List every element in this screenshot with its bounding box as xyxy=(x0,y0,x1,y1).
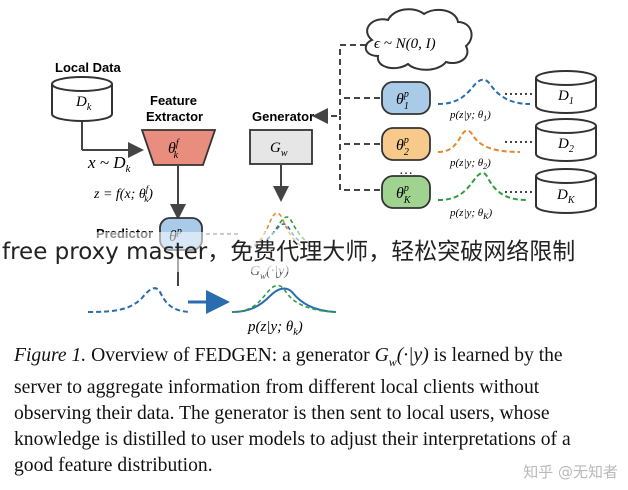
pred-dist-curve xyxy=(87,287,191,313)
clients-ellipsis: … xyxy=(399,163,413,178)
sample-label: x ~ Dk xyxy=(87,153,132,175)
gw-label: Gw xyxy=(270,140,288,159)
figure-caption: Figure 1. Overview of FEDGEN: a generato… xyxy=(14,343,614,479)
client1-dist xyxy=(437,78,531,105)
noise-cloud xyxy=(364,8,473,71)
caption-lead: Figure 1. xyxy=(14,345,87,366)
fedgen-diagram: Local Data Dk x ~ Dk Feature Extractor θ… xyxy=(51,8,597,338)
caption-math: Gw(·|y) xyxy=(374,345,429,369)
target-dist-curve-green xyxy=(231,284,337,313)
clientk-box xyxy=(381,175,431,209)
client1-dist-label: p(z|y; θ1) xyxy=(449,109,491,123)
clientk-link xyxy=(339,116,380,191)
clientk-data-label: DK xyxy=(556,187,576,206)
feature-extractor-box xyxy=(140,129,217,166)
noise-label: ϵ ~ N(0, I) xyxy=(374,36,436,52)
client1-data-cylinder xyxy=(535,70,597,86)
zhihu-watermark: 知乎 @无知者 xyxy=(523,463,618,481)
caption-part2: is learned by the server to aggregate in… xyxy=(14,345,571,476)
local-data-dk: Dk xyxy=(75,94,92,113)
local-data-cylinder xyxy=(51,76,113,122)
client2-dist-label: p(z|y; θ2) xyxy=(449,157,491,171)
pred-dist-label: p(z|y; θk) xyxy=(247,319,303,338)
target-dist-curve-solid xyxy=(231,287,337,313)
client2-dist xyxy=(437,129,521,153)
client2-data-label: D2 xyxy=(557,136,574,155)
client1-box xyxy=(381,81,431,115)
client1-data-label: D1 xyxy=(557,88,574,107)
generator-label: Generator xyxy=(252,109,314,124)
feature-extractor-label-2: Extractor xyxy=(146,109,203,124)
caption-part1: Overview of FEDGEN: a generator xyxy=(86,345,375,366)
local-data-label: Local Data xyxy=(55,60,122,75)
client2-data-cylinder xyxy=(535,118,597,134)
generator-box xyxy=(249,129,313,165)
feature-extractor-label-1: Feature xyxy=(150,93,197,108)
noise-to-generator xyxy=(312,44,376,124)
clientk-data-cylinder xyxy=(535,168,597,184)
clientk-dist xyxy=(437,172,527,201)
clientk-dist-label: p(z|y; θK) xyxy=(449,207,493,221)
client2-box xyxy=(381,127,431,161)
proxy-ad-overlay: free proxy master，免费代理大师，轻松突破网络限制 xyxy=(0,232,628,272)
